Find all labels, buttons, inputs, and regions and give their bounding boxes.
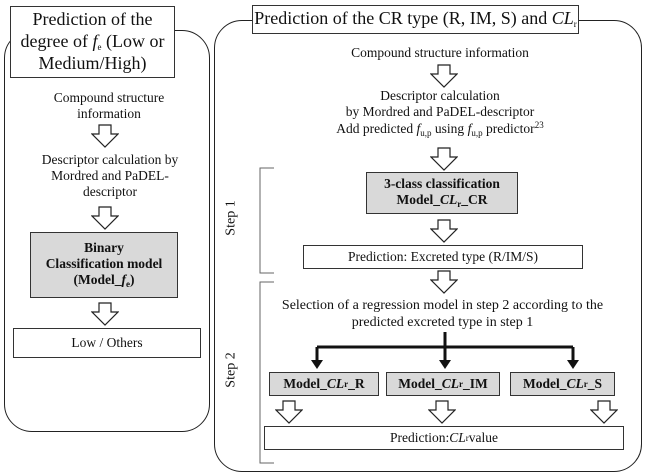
right-arrow-4 (430, 270, 458, 294)
model-s-arrow (590, 400, 618, 424)
left-arrow-1 (91, 124, 119, 148)
model-r-arrow (275, 400, 303, 424)
left-arrow-3 (91, 302, 119, 326)
step2-label: Step 2 (223, 352, 239, 388)
left-output-box: Low / Others (13, 328, 201, 358)
left-binary-model-box: Binary Classification model (Model_fe) (30, 232, 178, 298)
prediction-type-box: Prediction: Excreted type (R/IM/S) (303, 245, 583, 269)
left-compound-text: Compound structure information (53, 90, 165, 121)
selection-text: Selection of a regression model in step … (281, 298, 604, 330)
branch-arrows (311, 332, 579, 369)
right-arrow-3 (430, 219, 458, 243)
step1-label: Step 1 (223, 200, 239, 236)
right-panel-title: Prediction of the CR type (R, IM, S) and… (252, 5, 579, 34)
right-arrow-1 (430, 64, 458, 88)
left-panel-title: Prediction of the degree of fe (Low or M… (10, 6, 175, 78)
model-im-arrow (428, 400, 456, 424)
right-arrow-2 (430, 147, 458, 171)
left-panel (4, 30, 210, 432)
right-descriptor-text: Descriptor calculation by Mordred and Pa… (336, 88, 544, 138)
class-model-box: 3-class classification Model_CLr_CR (366, 172, 518, 214)
left-arrow-2 (91, 206, 119, 230)
step2-bracket (259, 281, 274, 464)
left-descriptor-text: Descriptor calculation by Mordred and Pa… (41, 152, 179, 199)
right-compound-text: Compound structure information (351, 45, 529, 60)
step1-bracket (259, 167, 274, 274)
